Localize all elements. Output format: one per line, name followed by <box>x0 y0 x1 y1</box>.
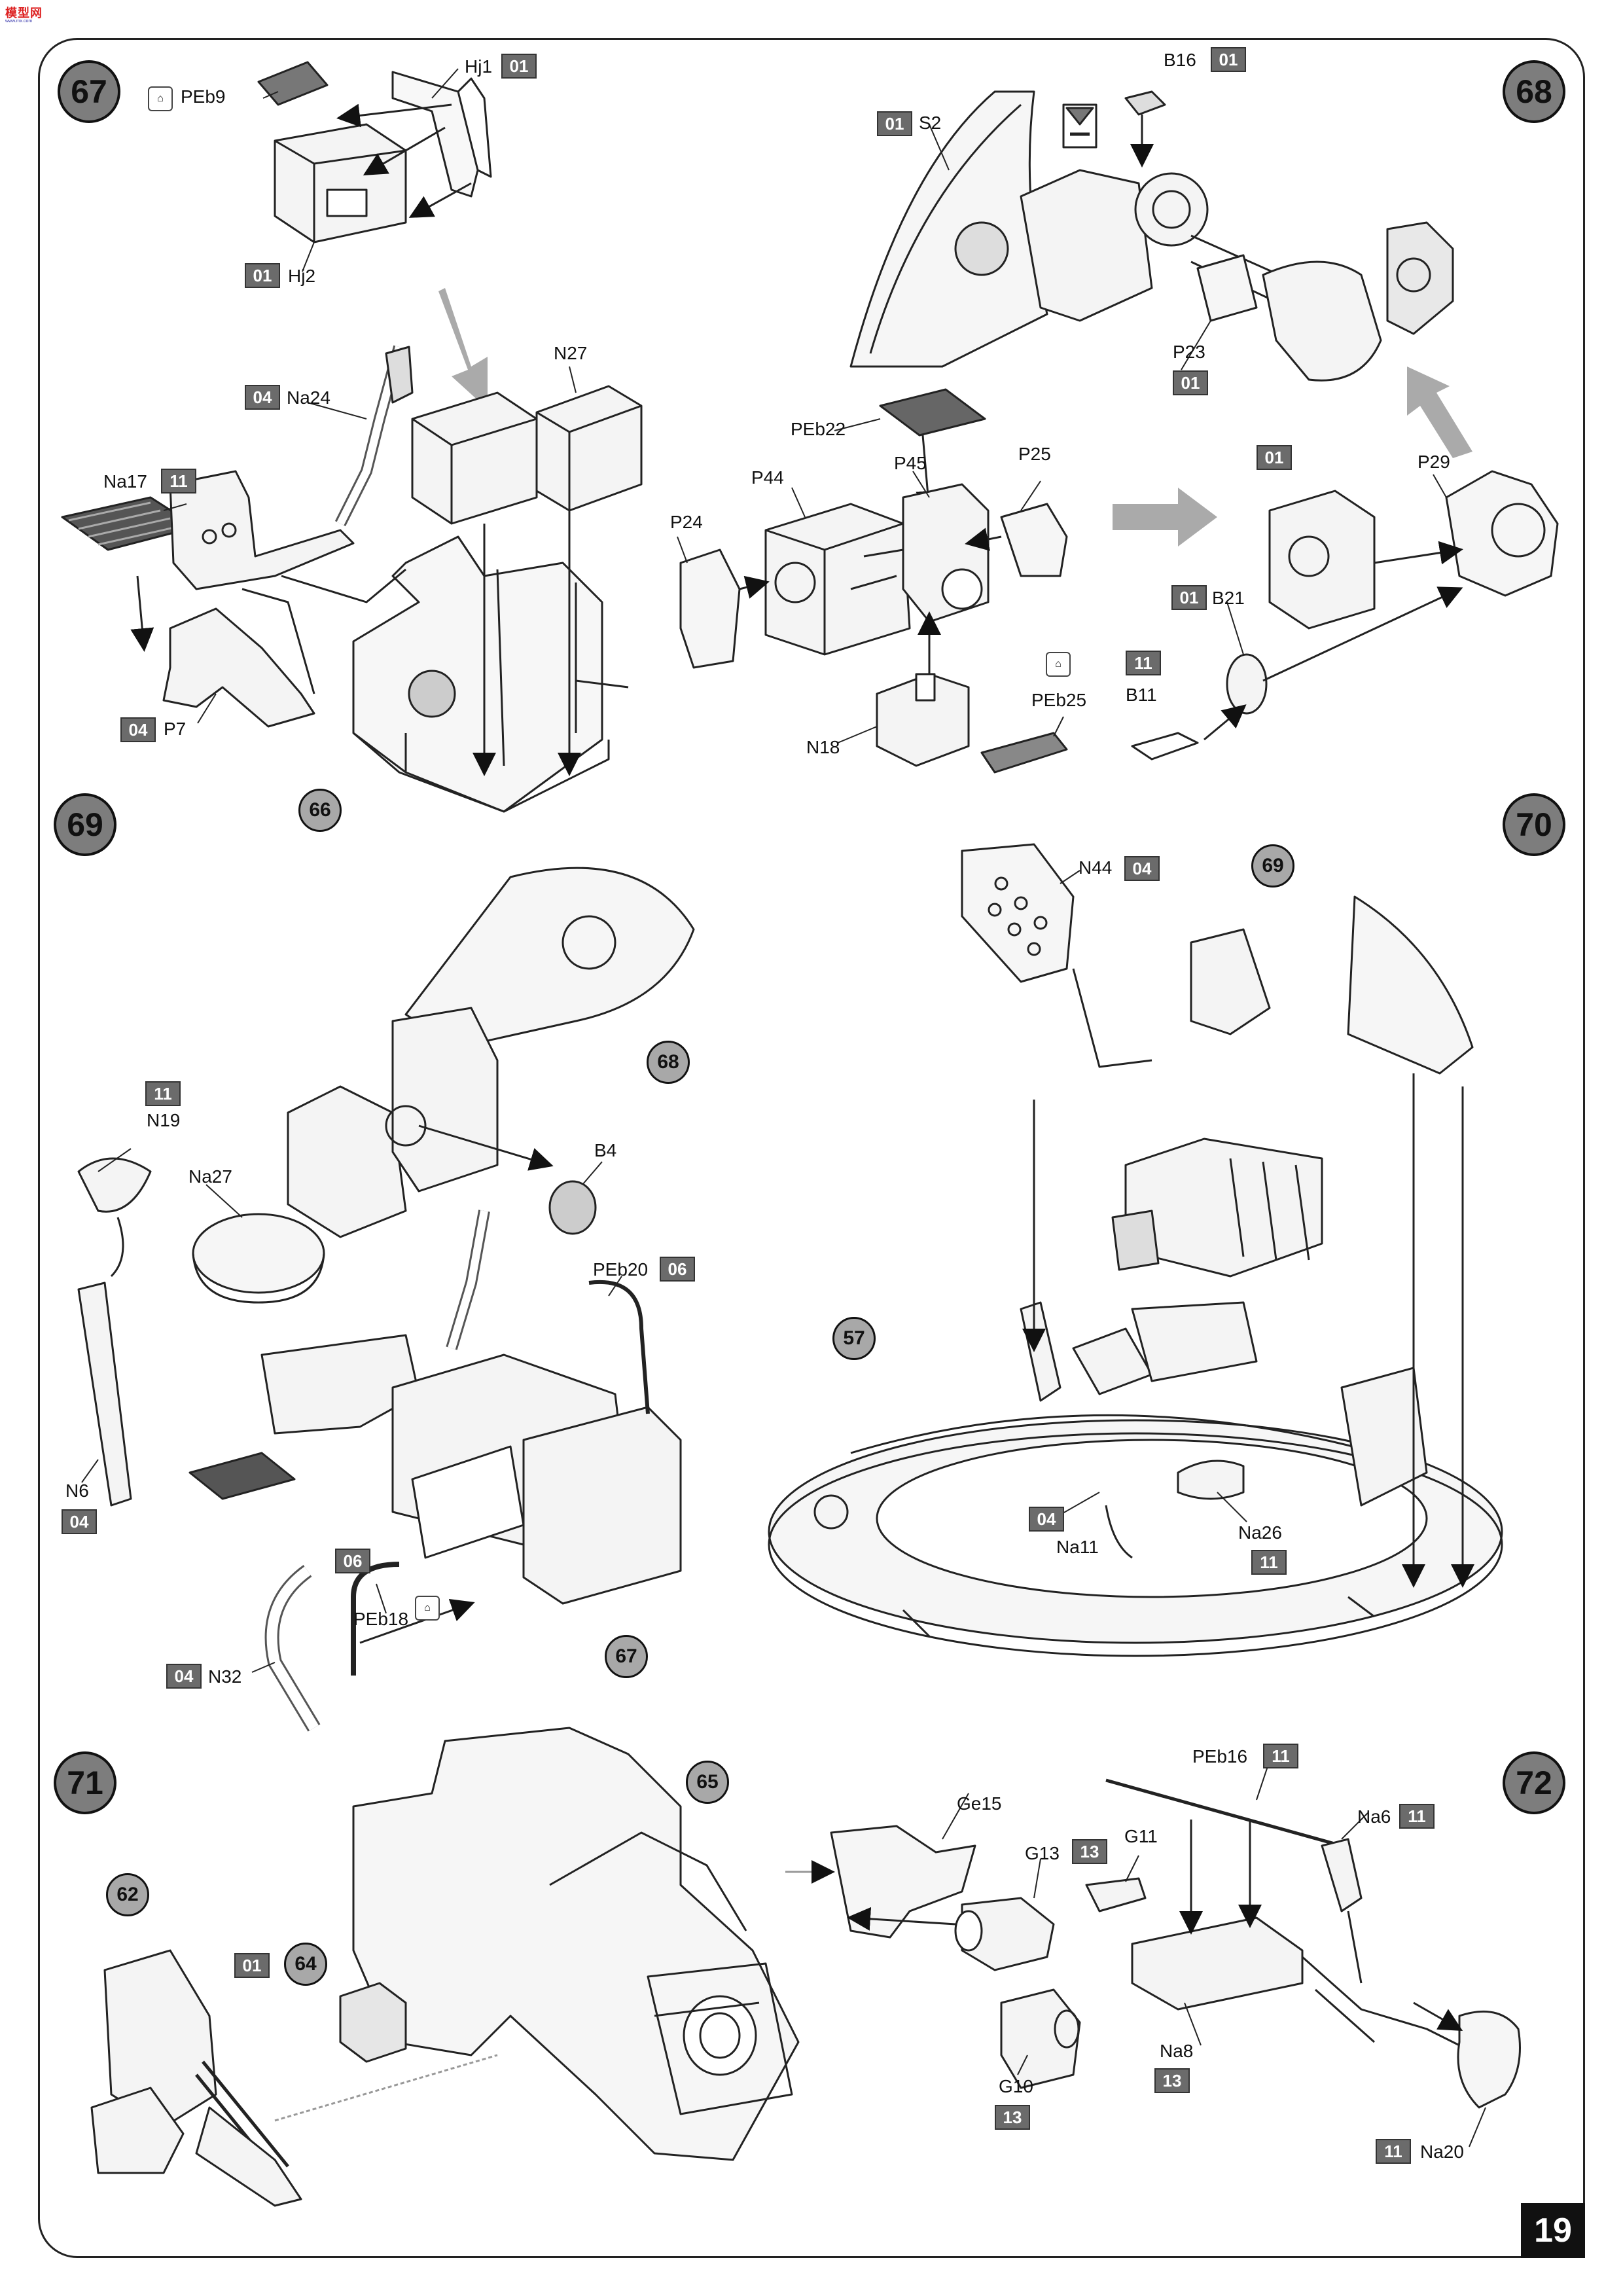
ref-circle-68: 68 <box>647 1041 690 1084</box>
part-label-na8: Na8 <box>1160 2041 1194 2061</box>
step-72-art <box>785 1778 1521 2109</box>
part-label-na6: Na6 <box>1357 1806 1391 1827</box>
sprue-tag-hj1: 01 <box>501 54 537 79</box>
part-label-p7: P7 <box>164 719 187 739</box>
part-label-p25: P25 <box>1018 444 1051 464</box>
sprue-tag-g13: 13 <box>1072 1839 1107 1864</box>
part-label-n19: N19 <box>147 1110 181 1130</box>
sprue-tag-na24: 04 <box>245 385 280 410</box>
sprue-tag-na6: 11 <box>1399 1804 1435 1829</box>
step-69-art <box>77 867 695 1732</box>
corner-logo: 模型网 www.mx.com <box>5 4 47 24</box>
sprue-tag-na26: 11 <box>1251 1550 1287 1575</box>
sprue-tag-71: 01 <box>234 1953 270 1978</box>
ref-circle-67: 67 <box>605 1635 648 1678</box>
ref-circle-62: 62 <box>106 1873 149 1916</box>
part-label-n27: N27 <box>554 343 588 363</box>
sprue-tag-na11: 04 <box>1029 1507 1064 1532</box>
sprue-tag-n44: 04 <box>1124 856 1160 881</box>
part-label-peb20: PEb20 <box>593 1259 649 1280</box>
part-label-hj2: Hj2 <box>288 266 316 286</box>
part-label-p45: P45 <box>894 453 927 473</box>
step-67-art <box>61 61 643 813</box>
ref-circle-65: 65 <box>686 1761 729 1804</box>
sprue-tag-p7: 04 <box>120 717 156 742</box>
sprue-tag-b11: 11 <box>1126 651 1161 675</box>
part-label-peb25: PEb25 <box>1031 690 1087 710</box>
part-label-hj1: Hj1 <box>465 56 493 77</box>
part-label-na11: Na11 <box>1056 1537 1099 1557</box>
sprue-tag-na8: 13 <box>1154 2068 1190 2093</box>
part-label-g11: G11 <box>1124 1826 1158 1846</box>
step-number-70: 70 <box>1503 793 1565 856</box>
part-label-peb18: PEb18 <box>353 1609 409 1629</box>
ref-circle-64: 64 <box>284 1943 327 1986</box>
sprue-tag-n32: 04 <box>166 1664 202 1689</box>
part-label-n32: N32 <box>208 1666 242 1687</box>
sprue-tag-peb16: 11 <box>1263 1744 1298 1768</box>
part-label-n44: N44 <box>1079 857 1113 878</box>
part-label-p24: P24 <box>670 512 703 532</box>
part-label-peb22: PEb22 <box>791 419 846 439</box>
step-number-67: 67 <box>58 60 120 123</box>
part-label-n6: N6 <box>65 1480 89 1501</box>
sprue-tag-p23: 01 <box>1173 370 1208 395</box>
part-label-na27: Na27 <box>188 1166 232 1187</box>
corner-logo-subtext: www.mx.com <box>5 19 33 24</box>
ref-circle-69: 69 <box>1251 844 1294 888</box>
sprue-tag-hj2: 01 <box>245 263 280 288</box>
step-71-art <box>90 1727 800 2207</box>
step-number-69: 69 <box>54 793 116 856</box>
step-number-72: 72 <box>1503 1751 1565 1814</box>
photo-etch-icon: ⌂ <box>415 1596 440 1621</box>
sprue-tag-n19: 11 <box>145 1081 181 1106</box>
part-label-peb9: PEb9 <box>181 86 226 107</box>
part-label-g13: G13 <box>1025 1843 1060 1863</box>
part-label-na17: Na17 <box>103 471 147 492</box>
sprue-tag-p29-group: 01 <box>1257 445 1292 470</box>
step-70-art <box>768 843 1503 1657</box>
step-68-art <box>679 90 1559 774</box>
part-label-peb16: PEb16 <box>1192 1746 1248 1767</box>
part-label-ge15: Ge15 <box>957 1793 1002 1814</box>
sprue-tag-n6: 04 <box>62 1509 97 1534</box>
sprue-tag-peb20: 06 <box>660 1257 695 1282</box>
part-label-b16: B16 <box>1164 50 1196 70</box>
part-label-g10: G10 <box>999 2076 1033 2096</box>
sprue-tag-b16: 01 <box>1211 47 1246 72</box>
part-label-na20: Na20 <box>1420 2142 1464 2162</box>
sprue-tag-na20: 11 <box>1376 2139 1411 2164</box>
part-label-na24: Na24 <box>287 387 330 408</box>
photo-etch-icon: ⌂ <box>148 86 173 111</box>
photo-etch-icon: ⌂ <box>1046 652 1071 677</box>
page-frame <box>38 38 1585 2258</box>
page-number: 19 <box>1521 2203 1585 2258</box>
sprue-tag-g10: 13 <box>995 2105 1030 2130</box>
part-label-na26: Na26 <box>1238 1522 1282 1543</box>
sprue-tag-peb18: 06 <box>335 1549 370 1573</box>
step-number-68: 68 <box>1503 60 1565 123</box>
corner-logo-text: 模型网 <box>5 7 43 20</box>
part-label-p29: P29 <box>1418 452 1450 472</box>
sprue-tag-b21: 01 <box>1171 585 1207 610</box>
part-label-p23: P23 <box>1173 342 1205 362</box>
part-label-n18: N18 <box>806 737 840 757</box>
step-number-71: 71 <box>54 1751 116 1814</box>
ref-circle-66: 66 <box>298 789 342 832</box>
sprue-tag-s2: 01 <box>877 111 912 136</box>
part-label-s2: S2 <box>919 113 942 133</box>
ref-circle-57: 57 <box>832 1317 876 1360</box>
part-label-b11: B11 <box>1126 685 1157 705</box>
part-label-b21: B21 <box>1212 588 1245 608</box>
part-label-b4: B4 <box>594 1140 617 1160</box>
sprue-tag-na17: 11 <box>161 469 196 493</box>
part-label-p44: P44 <box>751 467 784 488</box>
